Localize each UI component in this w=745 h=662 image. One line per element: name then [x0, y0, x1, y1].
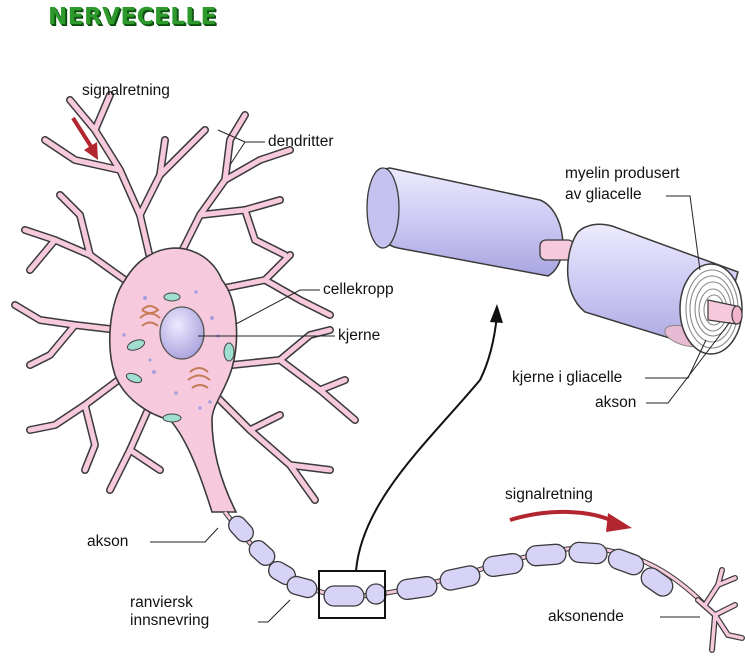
myelinated-axon	[225, 512, 705, 606]
page-title: NERVECELLE	[48, 4, 217, 30]
label-node-line2: innsnevring	[130, 612, 209, 630]
label-glia-nucleus: kjerne i gliacelle	[512, 369, 622, 387]
nucleus	[160, 307, 204, 359]
axon-terminal	[698, 570, 742, 650]
label-node-line1: ranviersk	[130, 594, 193, 612]
label-axon-terminal: aksonende	[548, 608, 624, 626]
label-signal-direction-top: signalretning	[82, 82, 170, 100]
label-nucleus: kjerne	[338, 327, 380, 345]
zoom-arrow	[356, 315, 497, 571]
label-myelin-line2: av gliacelle	[565, 186, 642, 204]
label-cell-body: cellekropp	[323, 281, 394, 299]
label-myelin-line1: myelin produsert	[565, 165, 680, 183]
label-signal-direction-bottom: signalretning	[505, 486, 593, 504]
signal-arrow-bottom	[510, 512, 632, 532]
label-axon-left: akson	[87, 533, 128, 551]
label-axon-right: akson	[595, 394, 636, 412]
label-dendrites: dendritter	[268, 133, 333, 151]
